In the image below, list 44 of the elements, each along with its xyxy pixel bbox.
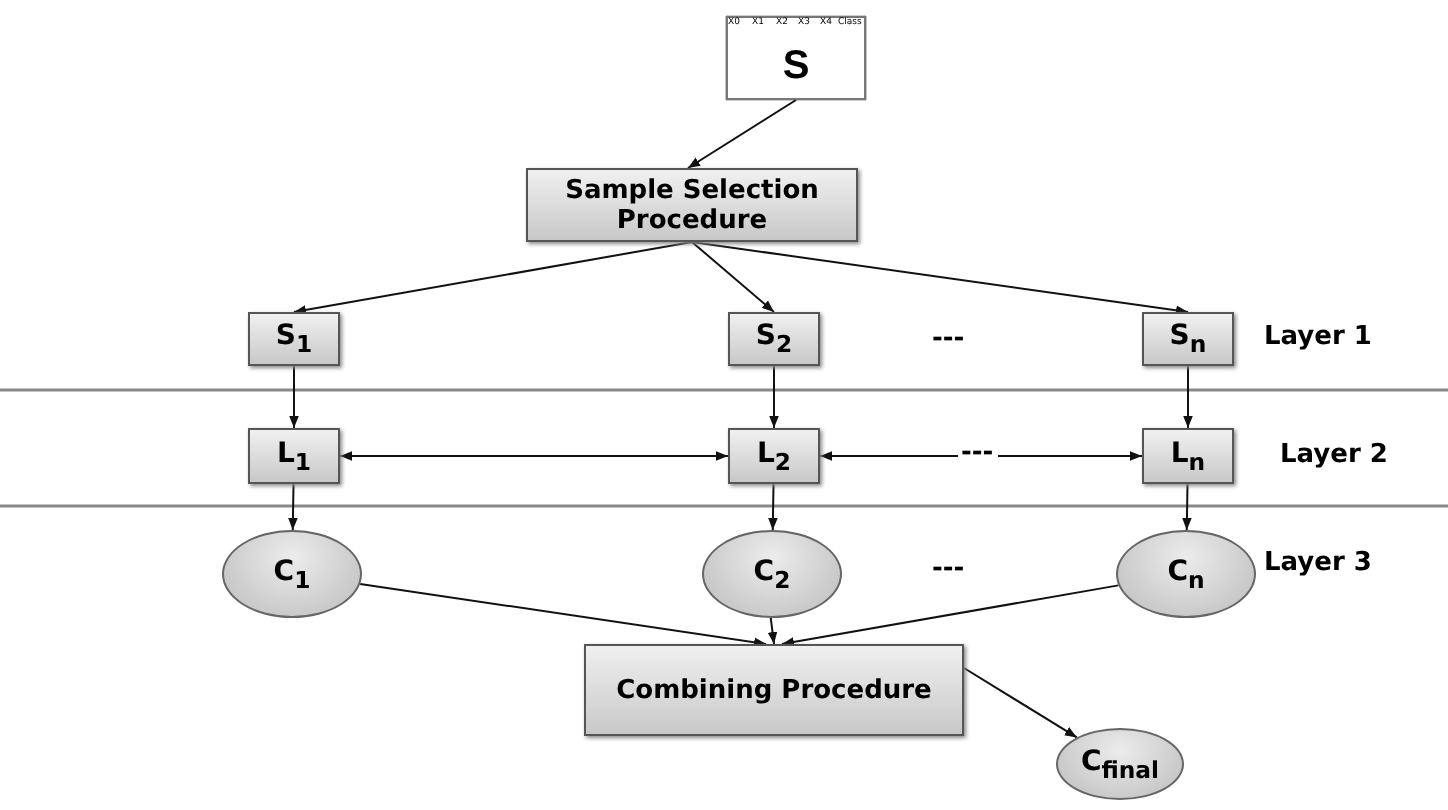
data-table xyxy=(726,16,866,100)
node-label: L$_{1}$ xyxy=(276,437,312,475)
arrow xyxy=(767,617,778,645)
process-box xyxy=(1142,312,1234,366)
arrow xyxy=(293,241,693,315)
layer-label: Layer 2 xyxy=(1280,440,1388,470)
arrow xyxy=(288,483,298,531)
arrow xyxy=(768,483,778,531)
process-box xyxy=(728,428,820,484)
arrow xyxy=(781,584,1120,647)
node-label: S$_{2}$ xyxy=(755,320,793,358)
arrow xyxy=(691,241,775,313)
node-label: C$_{final}$ xyxy=(1080,745,1160,783)
arrow xyxy=(339,451,729,461)
ellipsis: --- xyxy=(932,324,965,354)
node-label: Combining Procedure xyxy=(616,675,932,705)
arrow xyxy=(1182,483,1192,531)
arrow xyxy=(819,451,1143,461)
arrow xyxy=(963,667,1078,739)
layer-label: Layer 1 xyxy=(1264,322,1372,352)
node-label: L$_{2}$ xyxy=(756,437,792,475)
process-box xyxy=(728,312,820,366)
node-label: S$_{n}$ xyxy=(1169,320,1207,358)
process-box xyxy=(526,168,858,242)
arrow xyxy=(1183,365,1193,429)
arrow xyxy=(691,241,1189,316)
node-label: C$_{2}$ xyxy=(753,555,791,593)
ellipsis: --- xyxy=(932,554,965,584)
node-label: C$_{1}$ xyxy=(273,555,311,593)
node-label: S xyxy=(782,43,810,89)
layer-label: Layer 3 xyxy=(1264,548,1372,578)
process-box xyxy=(1142,428,1234,484)
process-box xyxy=(248,312,340,366)
ellipse-node xyxy=(1056,728,1184,800)
arrow xyxy=(359,583,767,647)
process-box xyxy=(584,644,964,736)
arrow xyxy=(769,365,779,429)
node-label: S$_{1}$ xyxy=(275,320,313,358)
process-box xyxy=(248,428,340,484)
node-label: C$_{n}$ xyxy=(1167,555,1205,593)
node-label: Sample Selection Procedure xyxy=(563,175,821,235)
arrow xyxy=(687,99,797,169)
node-label: L$_{n}$ xyxy=(1170,437,1206,475)
arrow xyxy=(289,365,299,429)
